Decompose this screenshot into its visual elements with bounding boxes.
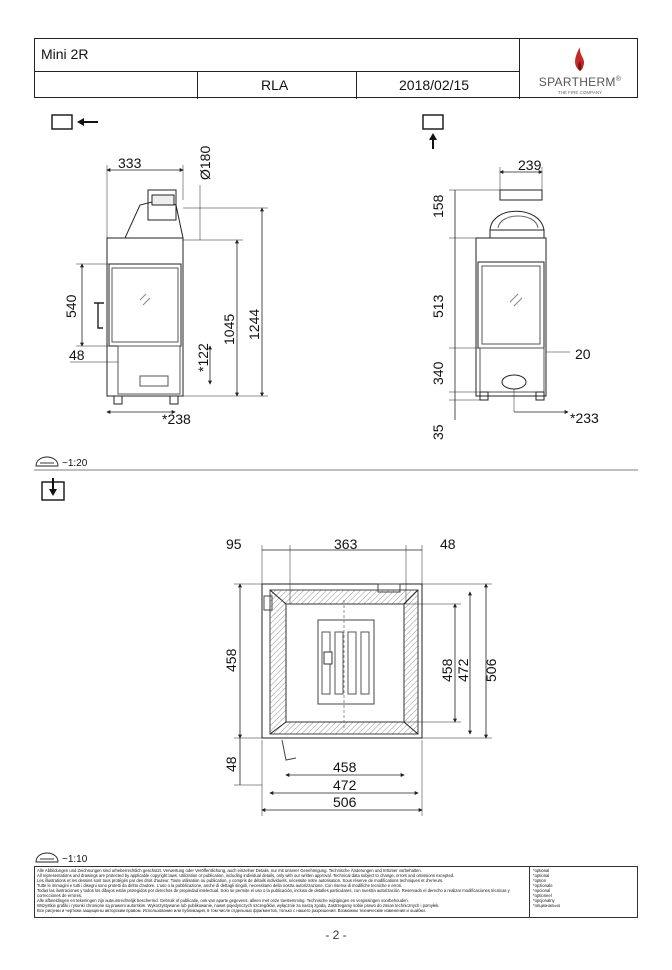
dim-front-side-offset: 20 bbox=[575, 346, 591, 362]
plan-dimension-lines bbox=[234, 545, 492, 816]
flame-icon bbox=[575, 47, 585, 71]
disclaimer-line: Alle Abbildungen und Zeichnungen sind ur… bbox=[37, 868, 422, 873]
disclaimer-line: Alle afbeeldingen en tekeningen zijn aut… bbox=[37, 898, 409, 903]
dim-front-feet-height: 35 bbox=[430, 424, 446, 440]
plan-view-icon bbox=[41, 478, 65, 501]
dim-side-air-inlet-height: *122 bbox=[195, 343, 211, 372]
dim-plan-width-472: 472 bbox=[333, 777, 357, 793]
disclaimer-line: Все рисунки и чертежи защищены авторским… bbox=[37, 908, 426, 913]
title-block-divider-h bbox=[35, 71, 519, 72]
dim-front-glass-height: 513 bbox=[430, 294, 446, 318]
brand-name: SPARTHERM® bbox=[523, 75, 637, 89]
disclaimer-line: Todas las ilustraciones y todos los dibu… bbox=[37, 888, 510, 898]
note-item: *option bbox=[533, 878, 547, 883]
title-block-divider-v1 bbox=[197, 71, 198, 99]
dim-plan-depth-left: 458 bbox=[223, 648, 239, 672]
dim-plan-width-506: 506 bbox=[333, 794, 357, 810]
dim-plan-left-offset: 95 bbox=[226, 536, 242, 552]
front-view-icon bbox=[422, 114, 444, 149]
brand-name-text: SPARTHERM bbox=[538, 75, 616, 89]
title-block-divider-v2 bbox=[356, 71, 357, 99]
disclaimer-line: Tutte le immagini e tutti i disegni sono… bbox=[37, 883, 403, 888]
dim-front-flue-width: 239 bbox=[518, 157, 542, 173]
note-item: *opzionale bbox=[533, 883, 553, 888]
dim-plan-bottom-offset: 48 bbox=[223, 756, 239, 772]
dim-plan-depth-458: 458 bbox=[439, 658, 455, 682]
dim-plan-glass-width: 363 bbox=[334, 536, 358, 552]
scale-icon bbox=[35, 456, 59, 467]
disclaimer-line: Wszystkie grafiki i rysunki chronione są… bbox=[37, 903, 440, 908]
dim-front-air-inlet-offset: *233 bbox=[570, 410, 599, 426]
dim-front-top-height: 158 bbox=[430, 194, 446, 218]
brand-tagline: THE FIRE COMPANY bbox=[557, 90, 603, 95]
disclaimer-notes: *optional *optional *option *opzionale *… bbox=[533, 868, 633, 908]
side-view-icon bbox=[51, 114, 98, 130]
drawing-date: 2018/02/15 bbox=[399, 77, 470, 93]
disclaimer-line: All representations and drawings are pro… bbox=[37, 873, 455, 878]
dim-side-flue-diameter: Ø180 bbox=[197, 146, 213, 180]
dim-side-base-left: 48 bbox=[69, 347, 85, 363]
title-block: Mini 2R RLA 2018/02/15 SPARTHERM® THE FI… bbox=[34, 38, 638, 99]
dim-plan-depth-506: 506 bbox=[483, 658, 499, 682]
dim-front-lower-height: 340 bbox=[430, 361, 446, 385]
dim-plan-width-458: 458 bbox=[333, 759, 357, 775]
front-view-body bbox=[475, 189, 547, 401]
side-dimension-lines bbox=[70, 165, 268, 414]
disclaimer-divider bbox=[529, 867, 530, 917]
dim-side-outlet-height: 1045 bbox=[221, 314, 237, 345]
plan-view-body bbox=[261, 583, 423, 761]
page-number: - 2 - bbox=[325, 928, 347, 942]
spartherm-logo: SPARTHERM® THE FIRE COMPANY bbox=[523, 41, 637, 97]
note-item: *optional bbox=[533, 868, 550, 873]
disclaimer-box: Alle Abbildungen und Zeichnungen sind ur… bbox=[34, 866, 638, 918]
note-item: *optional bbox=[533, 873, 550, 878]
dim-plan-depth-472: 472 bbox=[455, 658, 471, 682]
scale-bottom: ~1:10 bbox=[62, 854, 88, 865]
dim-side-flue-offset: 333 bbox=[118, 155, 142, 171]
note-item: *optioneel bbox=[533, 893, 552, 898]
dim-side-air-inlet-offset: *238 bbox=[162, 411, 191, 427]
side-view-body bbox=[94, 189, 184, 405]
disclaimer-text: Alle Abbildungen und Zeichnungen sind ur… bbox=[37, 868, 525, 913]
dim-side-glass-height: 540 bbox=[63, 294, 79, 318]
registered-mark: ® bbox=[615, 76, 622, 83]
scale-icon-bottom bbox=[35, 852, 59, 863]
model-name: Mini 2R bbox=[41, 46, 89, 62]
drawn-by: RLA bbox=[261, 77, 289, 93]
front-dimension-lines bbox=[449, 167, 570, 420]
note-item: *opcjonalny bbox=[533, 898, 555, 903]
title-block-divider-v3 bbox=[519, 39, 520, 99]
scale-top: ~1:20 bbox=[62, 458, 88, 469]
note-item: *опционально bbox=[533, 903, 561, 908]
dim-side-total-height: 1244 bbox=[246, 309, 262, 340]
disclaimer-line: Les illustrations et les dessins sont to… bbox=[37, 878, 444, 883]
dim-plan-right-offset: 48 bbox=[440, 536, 456, 552]
note-item: *opcional bbox=[533, 888, 551, 893]
